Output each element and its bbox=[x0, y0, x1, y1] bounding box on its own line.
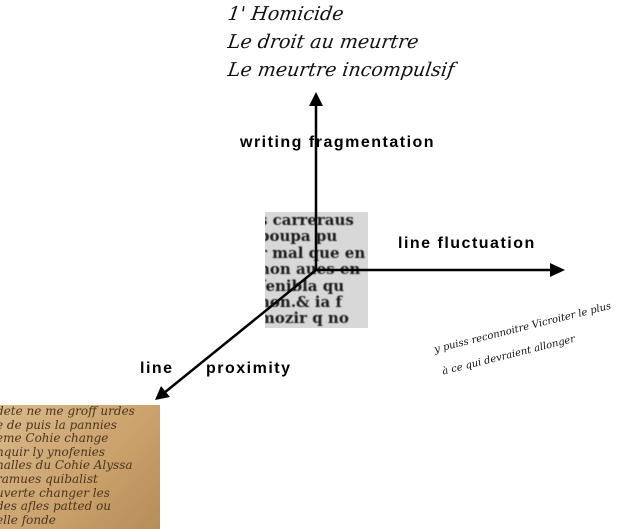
print-line: s carreraus bbox=[265, 212, 354, 229]
manuscript-line: elle fonde bbox=[0, 512, 56, 527]
manuscript-line: eme Cohie change bbox=[0, 431, 109, 446]
diagonal-arrowhead bbox=[155, 386, 170, 400]
manuscript-line: dete ne me groff urdes bbox=[0, 405, 135, 418]
manuscript-line: des afles patted ou bbox=[0, 499, 112, 514]
horizontal-arrowhead bbox=[550, 263, 565, 277]
manuscript-line: nquir ly ynofenies bbox=[0, 444, 106, 459]
manuscript-line: nalles du Cohie Alyssa bbox=[0, 458, 133, 473]
print-line: non aues en bbox=[265, 260, 361, 279]
label-proximity: proximity bbox=[206, 360, 292, 377]
print-line: hon.& ia f bbox=[265, 293, 342, 312]
manuscript-line: ramues quibalist bbox=[0, 471, 98, 486]
print-line: mozir q no bbox=[265, 309, 349, 328]
diagonal-axis-line bbox=[163, 269, 317, 394]
manuscript-line: e de puis la pannies bbox=[0, 417, 117, 432]
print-line: fenibla qu bbox=[265, 276, 345, 295]
manuscript-line: uverte changer les bbox=[0, 485, 110, 500]
label-writing-fragmentation: writing fragmentation bbox=[240, 134, 436, 151]
label-line-fluctuation: line fluctuation bbox=[398, 235, 536, 252]
vertical-arrowhead bbox=[309, 92, 323, 106]
manuscript-sample-bottom-left: dete ne me groff urdes e de puis la pann… bbox=[0, 405, 160, 529]
print-line: poupa pu bbox=[265, 227, 338, 246]
label-line: line bbox=[140, 360, 174, 377]
